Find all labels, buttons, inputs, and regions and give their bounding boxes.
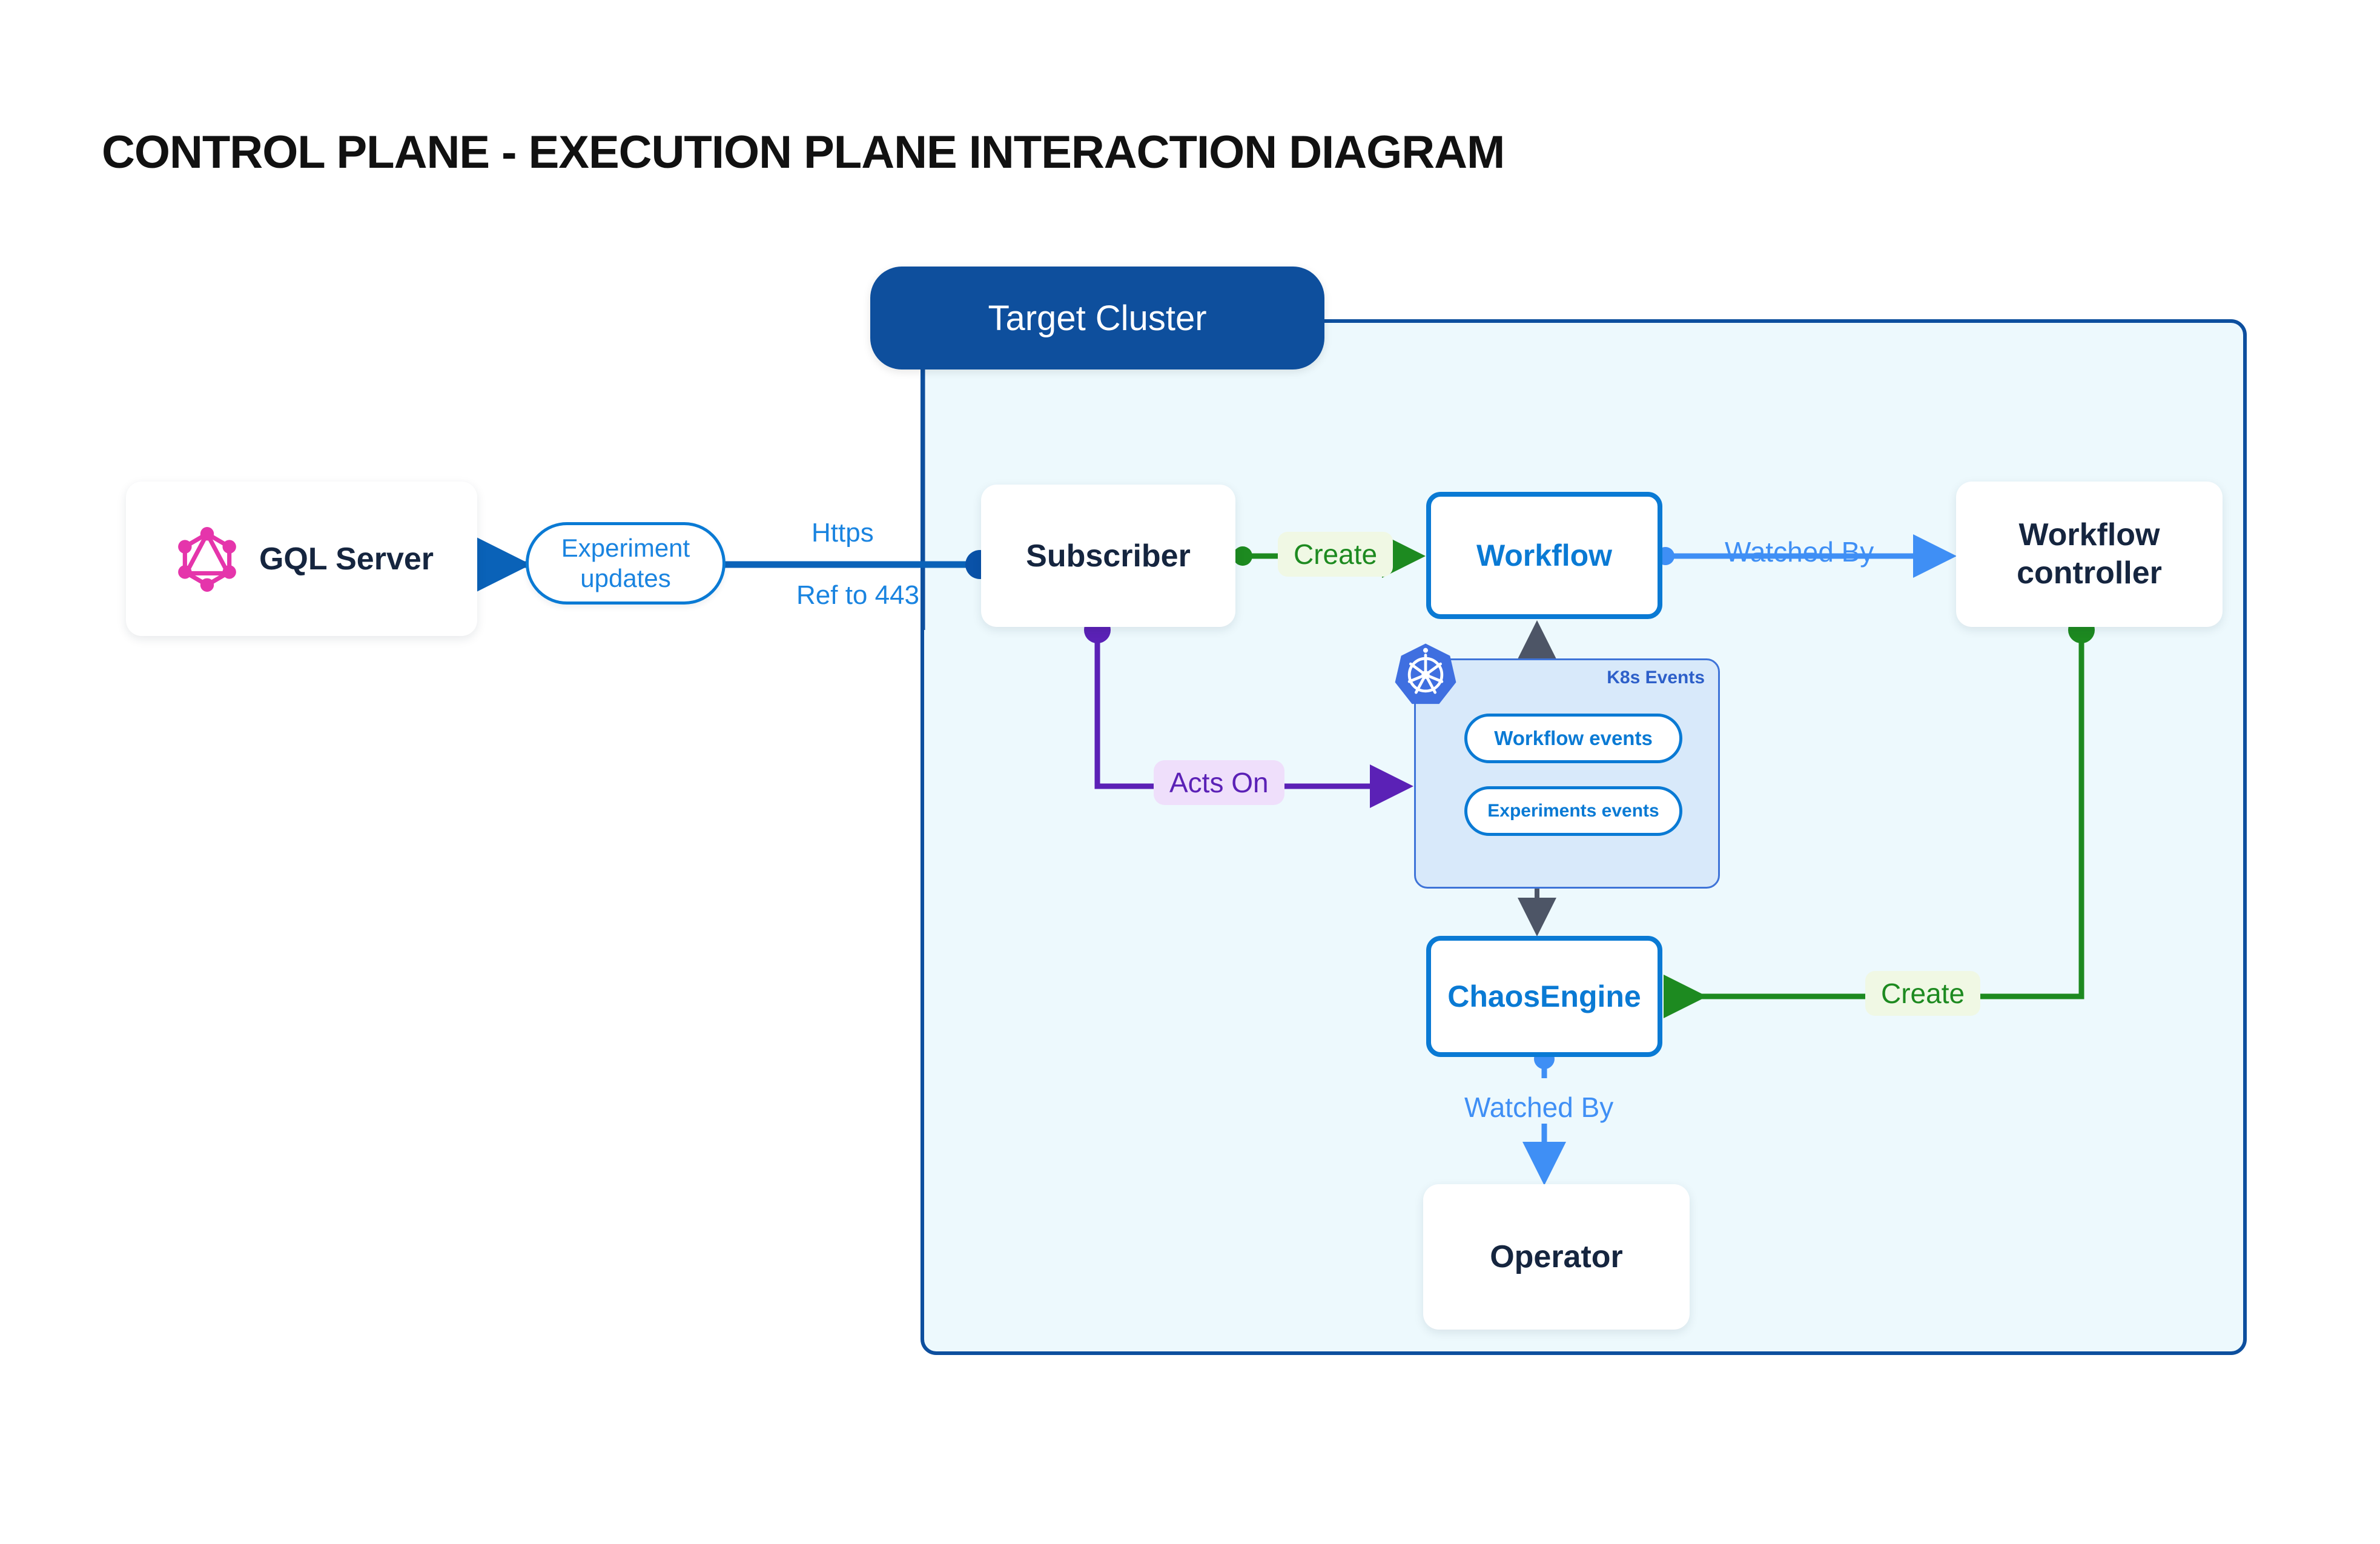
edge-label-experiment-updates: Experiment updates [526,522,726,605]
node-subscriber-label: Subscriber [1026,538,1191,574]
node-subscriber[interactable]: Subscriber [981,485,1235,627]
edge-label-watched-by-controller: Watched By [1725,536,1874,568]
edge-label-create-chaosengine: Create [1865,971,1981,1016]
k8s-pill-workflow-events-label: Workflow events [1494,727,1653,749]
page-title: CONTROL PLANE - EXECUTION PLANE INTERACT… [102,127,1505,178]
node-workflow-controller-label-line1: Workflow [2018,517,2160,552]
edge-label-watched-by-operator: Watched By [1464,1092,1614,1123]
kubernetes-helm-icon [1392,641,1459,709]
node-chaos-engine[interactable]: ChaosEngine [1426,936,1662,1057]
k8s-events-group-title: K8s Events [1607,668,1705,688]
k8s-pill-workflow-events[interactable]: Workflow events [1464,714,1682,763]
target-cluster-badge[interactable]: Target Cluster [870,267,1324,369]
node-operator-label: Operator [1490,1239,1623,1274]
edge-label-acts-on: Acts On [1154,760,1284,805]
edge-label-https: Https [812,518,874,548]
node-workflow[interactable]: Workflow [1426,492,1662,619]
node-workflow-controller-label-line2: controller [2017,555,2162,591]
target-cluster-badge-label: Target Cluster [988,298,1207,338]
edge-label-experiment-updates-line2: updates [580,564,671,592]
k8s-pill-experiments-events[interactable]: Experiments events [1464,786,1682,836]
edge-label-create-workflow: Create [1278,532,1393,577]
node-chaos-engine-label: ChaosEngine [1447,979,1641,1013]
node-gql-server-label: GQL Server [259,541,434,577]
graphql-logo-icon [176,525,239,593]
node-workflow-label: Workflow [1476,538,1613,572]
edge-label-experiment-updates-line1: Experiment [561,534,690,563]
node-operator[interactable]: Operator [1423,1184,1690,1330]
node-gql-server[interactable]: GQL Server [126,482,477,636]
k8s-pill-experiments-events-label: Experiments events [1487,801,1659,821]
edge-label-ref-to-443: Ref to 443 [796,580,920,610]
node-workflow-controller[interactable]: Workflow controller [1956,482,2223,627]
k8s-events-group[interactable]: K8s Events Workflow events Experiments e… [1395,643,1720,889]
